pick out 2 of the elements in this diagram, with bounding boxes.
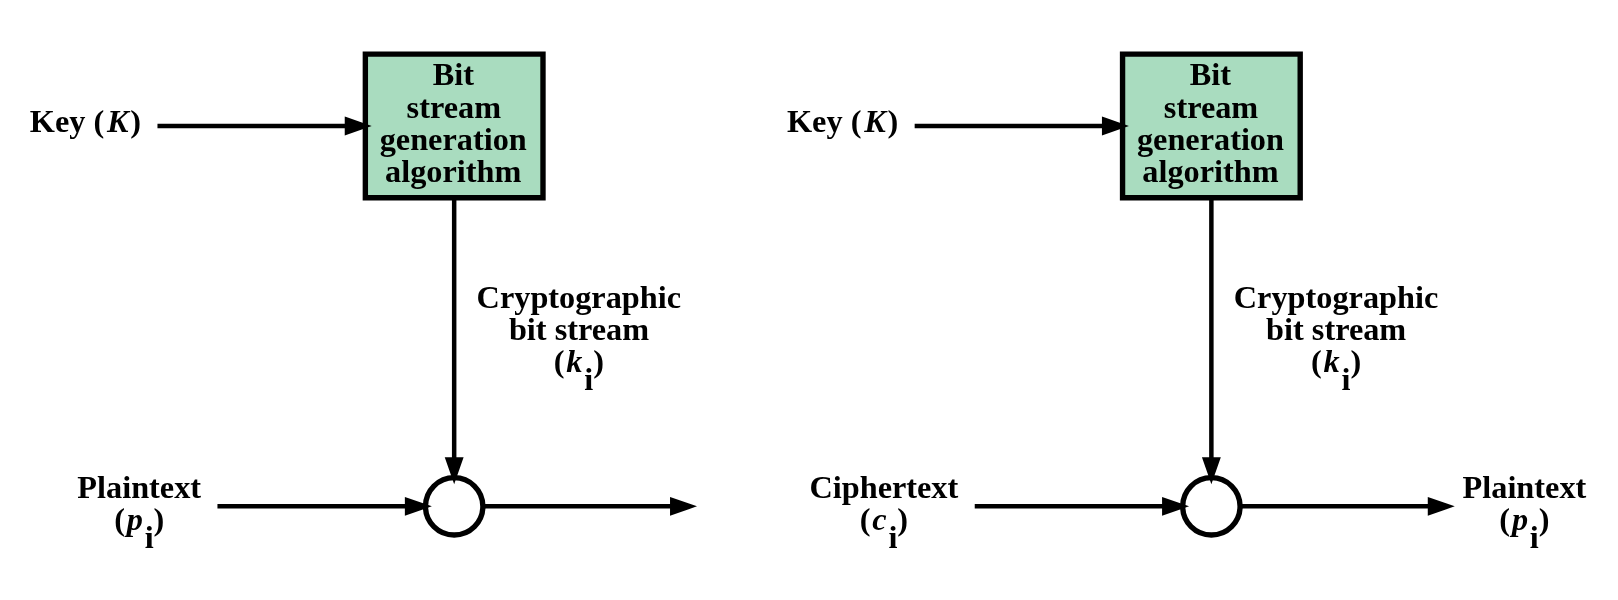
node-text: Key (K) (29, 103, 142, 140)
node-text: Key (K) (787, 103, 899, 140)
